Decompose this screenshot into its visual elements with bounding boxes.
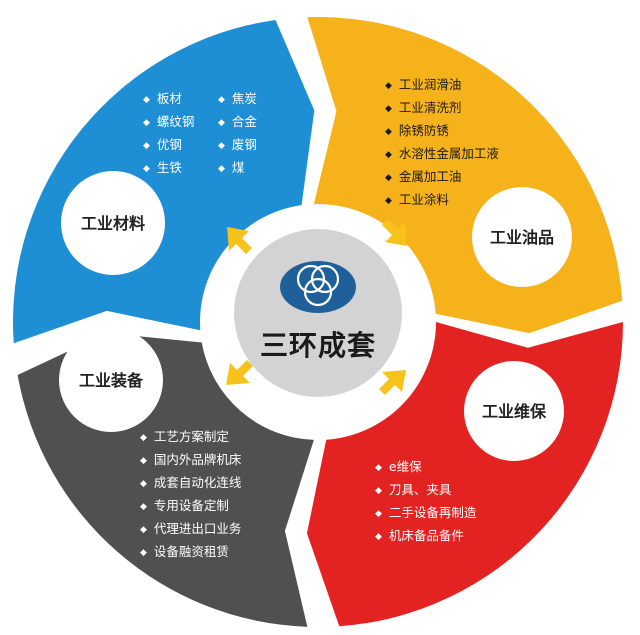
diamond-bullet-icon: ◆ [140,433,147,443]
diamond-bullet-icon: ◆ [218,141,225,151]
diamond-bullet-icon: ◆ [140,479,147,489]
diamond-bullet-icon: ◆ [218,164,225,174]
label-circle-maintenance [464,361,564,461]
diamond-bullet-icon: ◆ [218,95,225,105]
diamond-bullet-icon: ◆ [143,141,150,151]
sanhuan-logo-icon [280,261,356,313]
list-item: ◆合金 [218,111,257,134]
maintenance-list: ◆e维保 ◆刀具、夹具 ◆二手设备再制造 ◆机床备品备件 [375,456,476,548]
equipment-list: ◆工艺方案制定 ◆国内外品牌机床 ◆成套自动化连线 ◆专用设备定制 ◆代理进出口… [140,426,241,564]
diamond-bullet-icon: ◆ [385,150,392,160]
diamond-bullet-icon: ◆ [385,127,392,137]
list-item: ◆专用设备定制 [140,495,241,518]
list-item: ◆刀具、夹具 [375,479,476,502]
list-item: ◆煤 [218,157,257,180]
diamond-bullet-icon: ◆ [140,456,147,466]
diamond-bullet-icon: ◆ [143,164,150,174]
list-item: ◆成套自动化连线 [140,472,241,495]
arrow-lower-right-icon [379,370,406,395]
list-item: ◆代理进出口业务 [140,518,241,541]
diamond-bullet-icon: ◆ [218,118,225,128]
list-item: ◆工业清洗剂 [385,97,499,120]
list-item: ◆优钢 [143,134,194,157]
list-item: ◆工业润滑油 [385,74,499,97]
oil-list: ◆工业润滑油 ◆工业清洗剂 ◆除锈防锈 ◆水溶性金属加工液 ◆金属加工油 ◆工业… [385,74,499,212]
arrow-upper-left-icon [227,227,252,254]
label-circle-oil [472,187,572,287]
label-industrial-materials: 工业材料 [81,214,145,233]
list-item: ◆设备融资租赁 [140,541,241,564]
diamond-bullet-icon: ◆ [143,95,150,105]
list-item: ◆焦炭 [218,88,257,111]
list-item: ◆工艺方案制定 [140,426,241,449]
label-circle-materials [61,171,165,275]
diamond-bullet-icon: ◆ [143,118,150,128]
list-item: ◆工业涂料 [385,189,499,212]
diamond-bullet-icon: ◆ [385,173,392,183]
list-item: ◆水溶性金属加工液 [385,143,499,166]
list-item: ◆除锈防锈 [385,120,499,143]
diamond-bullet-icon: ◆ [140,525,147,535]
list-item: ◆螺纹钢 [143,111,194,134]
diamond-bullet-icon: ◆ [385,196,392,206]
arrow-lower-left-icon [226,360,253,385]
diamond-bullet-icon: ◆ [385,104,392,114]
brand-name: 三环成套 [260,329,376,362]
diamond-bullet-icon: ◆ [140,548,147,558]
list-item: ◆国内外品牌机床 [140,449,241,472]
label-industrial-equipment: 工业装备 [79,371,144,390]
list-item: ◆金属加工油 [385,166,499,189]
diamond-bullet-icon: ◆ [385,81,392,91]
diamond-bullet-icon: ◆ [375,532,382,542]
label-industrial-maintenance: 工业维保 [482,402,547,421]
list-item: ◆生铁 [143,157,194,180]
diamond-bullet-icon: ◆ [375,486,382,496]
diamond-bullet-icon: ◆ [375,463,382,473]
list-item: ◆机床备品备件 [375,525,476,548]
materials-list-col2: ◆焦炭 ◆合金 ◆废钢 ◆煤 [218,88,257,180]
list-item: ◆e维保 [375,456,476,479]
list-item: ◆二手设备再制造 [375,502,476,525]
materials-list-col1: ◆板材 ◆螺纹钢 ◆优钢 ◆生铁 [143,88,194,180]
list-item: ◆废钢 [218,134,257,157]
diamond-bullet-icon: ◆ [140,502,147,512]
list-item: ◆板材 [143,88,194,111]
arrow-upper-right-icon [382,219,407,246]
label-industrial-oil: 工业油品 [490,228,554,247]
diamond-bullet-icon: ◆ [375,509,382,519]
label-circle-equipment [59,328,163,432]
